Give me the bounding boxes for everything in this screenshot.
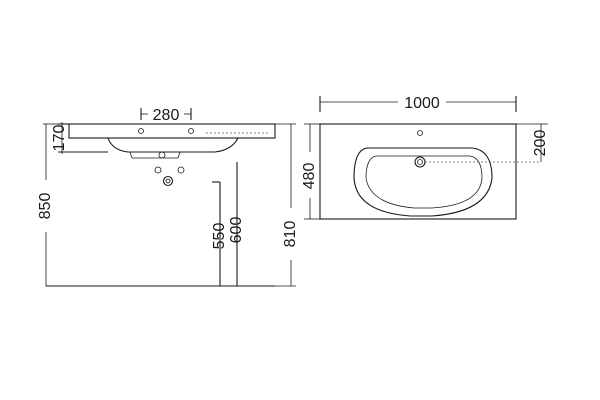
front-view: 280 170 850 550 600 — [37, 107, 299, 287]
dim-810-label: 810 — [282, 221, 299, 248]
plan-tap-hole — [417, 130, 423, 136]
dim-850: 850 — [37, 123, 58, 286]
dim-550: 550 — [211, 182, 228, 249]
dim-810: 810 — [275, 123, 299, 287]
dim-170: 170 — [51, 122, 108, 154]
dim-200-label: 200 — [532, 130, 549, 157]
plan-basin-inner — [365, 155, 483, 209]
plan-basin-outer — [353, 147, 493, 217]
front-tap-holes — [138, 128, 194, 134]
dim-1000: 1000 — [319, 95, 517, 112]
dim-480: 480 — [301, 123, 320, 220]
dim-280: 280 — [140, 107, 192, 124]
dim-280-label: 280 — [153, 107, 180, 124]
dim-200: 200 — [516, 123, 549, 162]
dim-600: 600 — [228, 217, 245, 244]
plan-drain — [414, 156, 426, 168]
plan-view: 1000 480 200 — [301, 95, 549, 220]
front-fixing-points — [154, 151, 185, 187]
dim-1000-label: 1000 — [404, 95, 440, 112]
front-countertop — [68, 123, 276, 139]
dim-550-label: 550 — [211, 223, 228, 250]
front-basin-bowl — [107, 137, 239, 153]
dim-480-label: 480 — [301, 163, 318, 190]
dim-600-label: 600 — [228, 217, 245, 244]
plan-countertop — [319, 123, 517, 220]
dim-850-label: 850 — [37, 193, 54, 220]
dim-170-label: 170 — [51, 125, 68, 152]
